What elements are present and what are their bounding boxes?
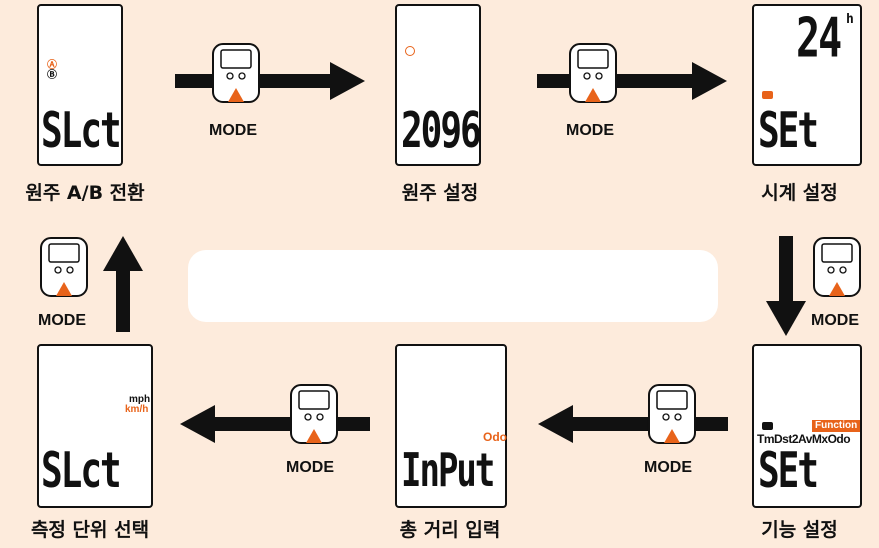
unit-kmh: km/h [125, 404, 149, 415]
display-value: InPut [401, 444, 495, 498]
caption-clock-set: 시계 설정 [761, 182, 838, 204]
unit-mph: mph [129, 394, 151, 405]
mode-button-label: MODE [644, 459, 692, 476]
display-value: SLct [41, 104, 122, 160]
caption-circumference-ab: 원주 A/B 전환 [25, 182, 145, 204]
clock-icon [762, 422, 773, 430]
computer-unit-icon[interactable] [647, 383, 697, 449]
display-clock-set: 24 h SEt [752, 4, 862, 166]
function-badge: Function [812, 420, 861, 432]
function-items: TmDst2AvMxOdo [757, 432, 851, 446]
arrow-left-icon [538, 405, 728, 443]
caption-circumference-set: 원주 설정 [401, 182, 479, 204]
display-value: SLct [41, 444, 122, 500]
display-value: SEt [758, 104, 819, 160]
display-odo-input: Odo InPut [395, 344, 507, 508]
computer-unit-icon[interactable] [812, 236, 862, 302]
mode-button-label: MODE [811, 312, 859, 329]
mode-button-label: MODE [38, 312, 86, 329]
computer-unit-icon[interactable] [568, 42, 618, 108]
arrow-left-icon [180, 405, 370, 443]
display-unit-select: mph km/h SLct [37, 344, 153, 508]
mode-button-label: MODE [286, 459, 334, 476]
caption-function-set: 기능 설정 [761, 519, 838, 541]
clock-mode-suffix: h [846, 12, 854, 27]
wheel-icon [405, 46, 415, 56]
center-banner [188, 250, 718, 322]
computer-unit-icon[interactable] [211, 42, 261, 108]
arrow-right-icon [175, 62, 365, 100]
display-value: 2096 [401, 104, 482, 160]
clock-mode-value: 24 [796, 8, 842, 71]
clock-icon [762, 91, 773, 99]
caption-odo-input: 총 거리 입력 [399, 519, 501, 541]
caption-unit-select: 측정 단위 선택 [30, 519, 150, 541]
arrow-right-icon [537, 62, 727, 100]
mode-button-label: MODE [566, 122, 614, 139]
arrow-down-icon [766, 236, 806, 336]
computer-unit-icon[interactable] [289, 383, 339, 449]
computer-unit-icon[interactable] [39, 236, 89, 302]
display-circumference-set: 2096 [395, 4, 482, 166]
mode-button-label: MODE [209, 122, 257, 139]
display-function-set: Function TmDst2AvMxOdo SEt [752, 344, 862, 508]
indicator-a: Ⓐ [47, 60, 57, 71]
odo-label: Odo [483, 430, 507, 444]
arrow-up-icon [103, 236, 143, 332]
display-circumference-ab: Ⓐ Ⓑ SLct [37, 4, 123, 166]
display-value: SEt [758, 444, 819, 500]
indicator-b: Ⓑ [47, 70, 57, 81]
